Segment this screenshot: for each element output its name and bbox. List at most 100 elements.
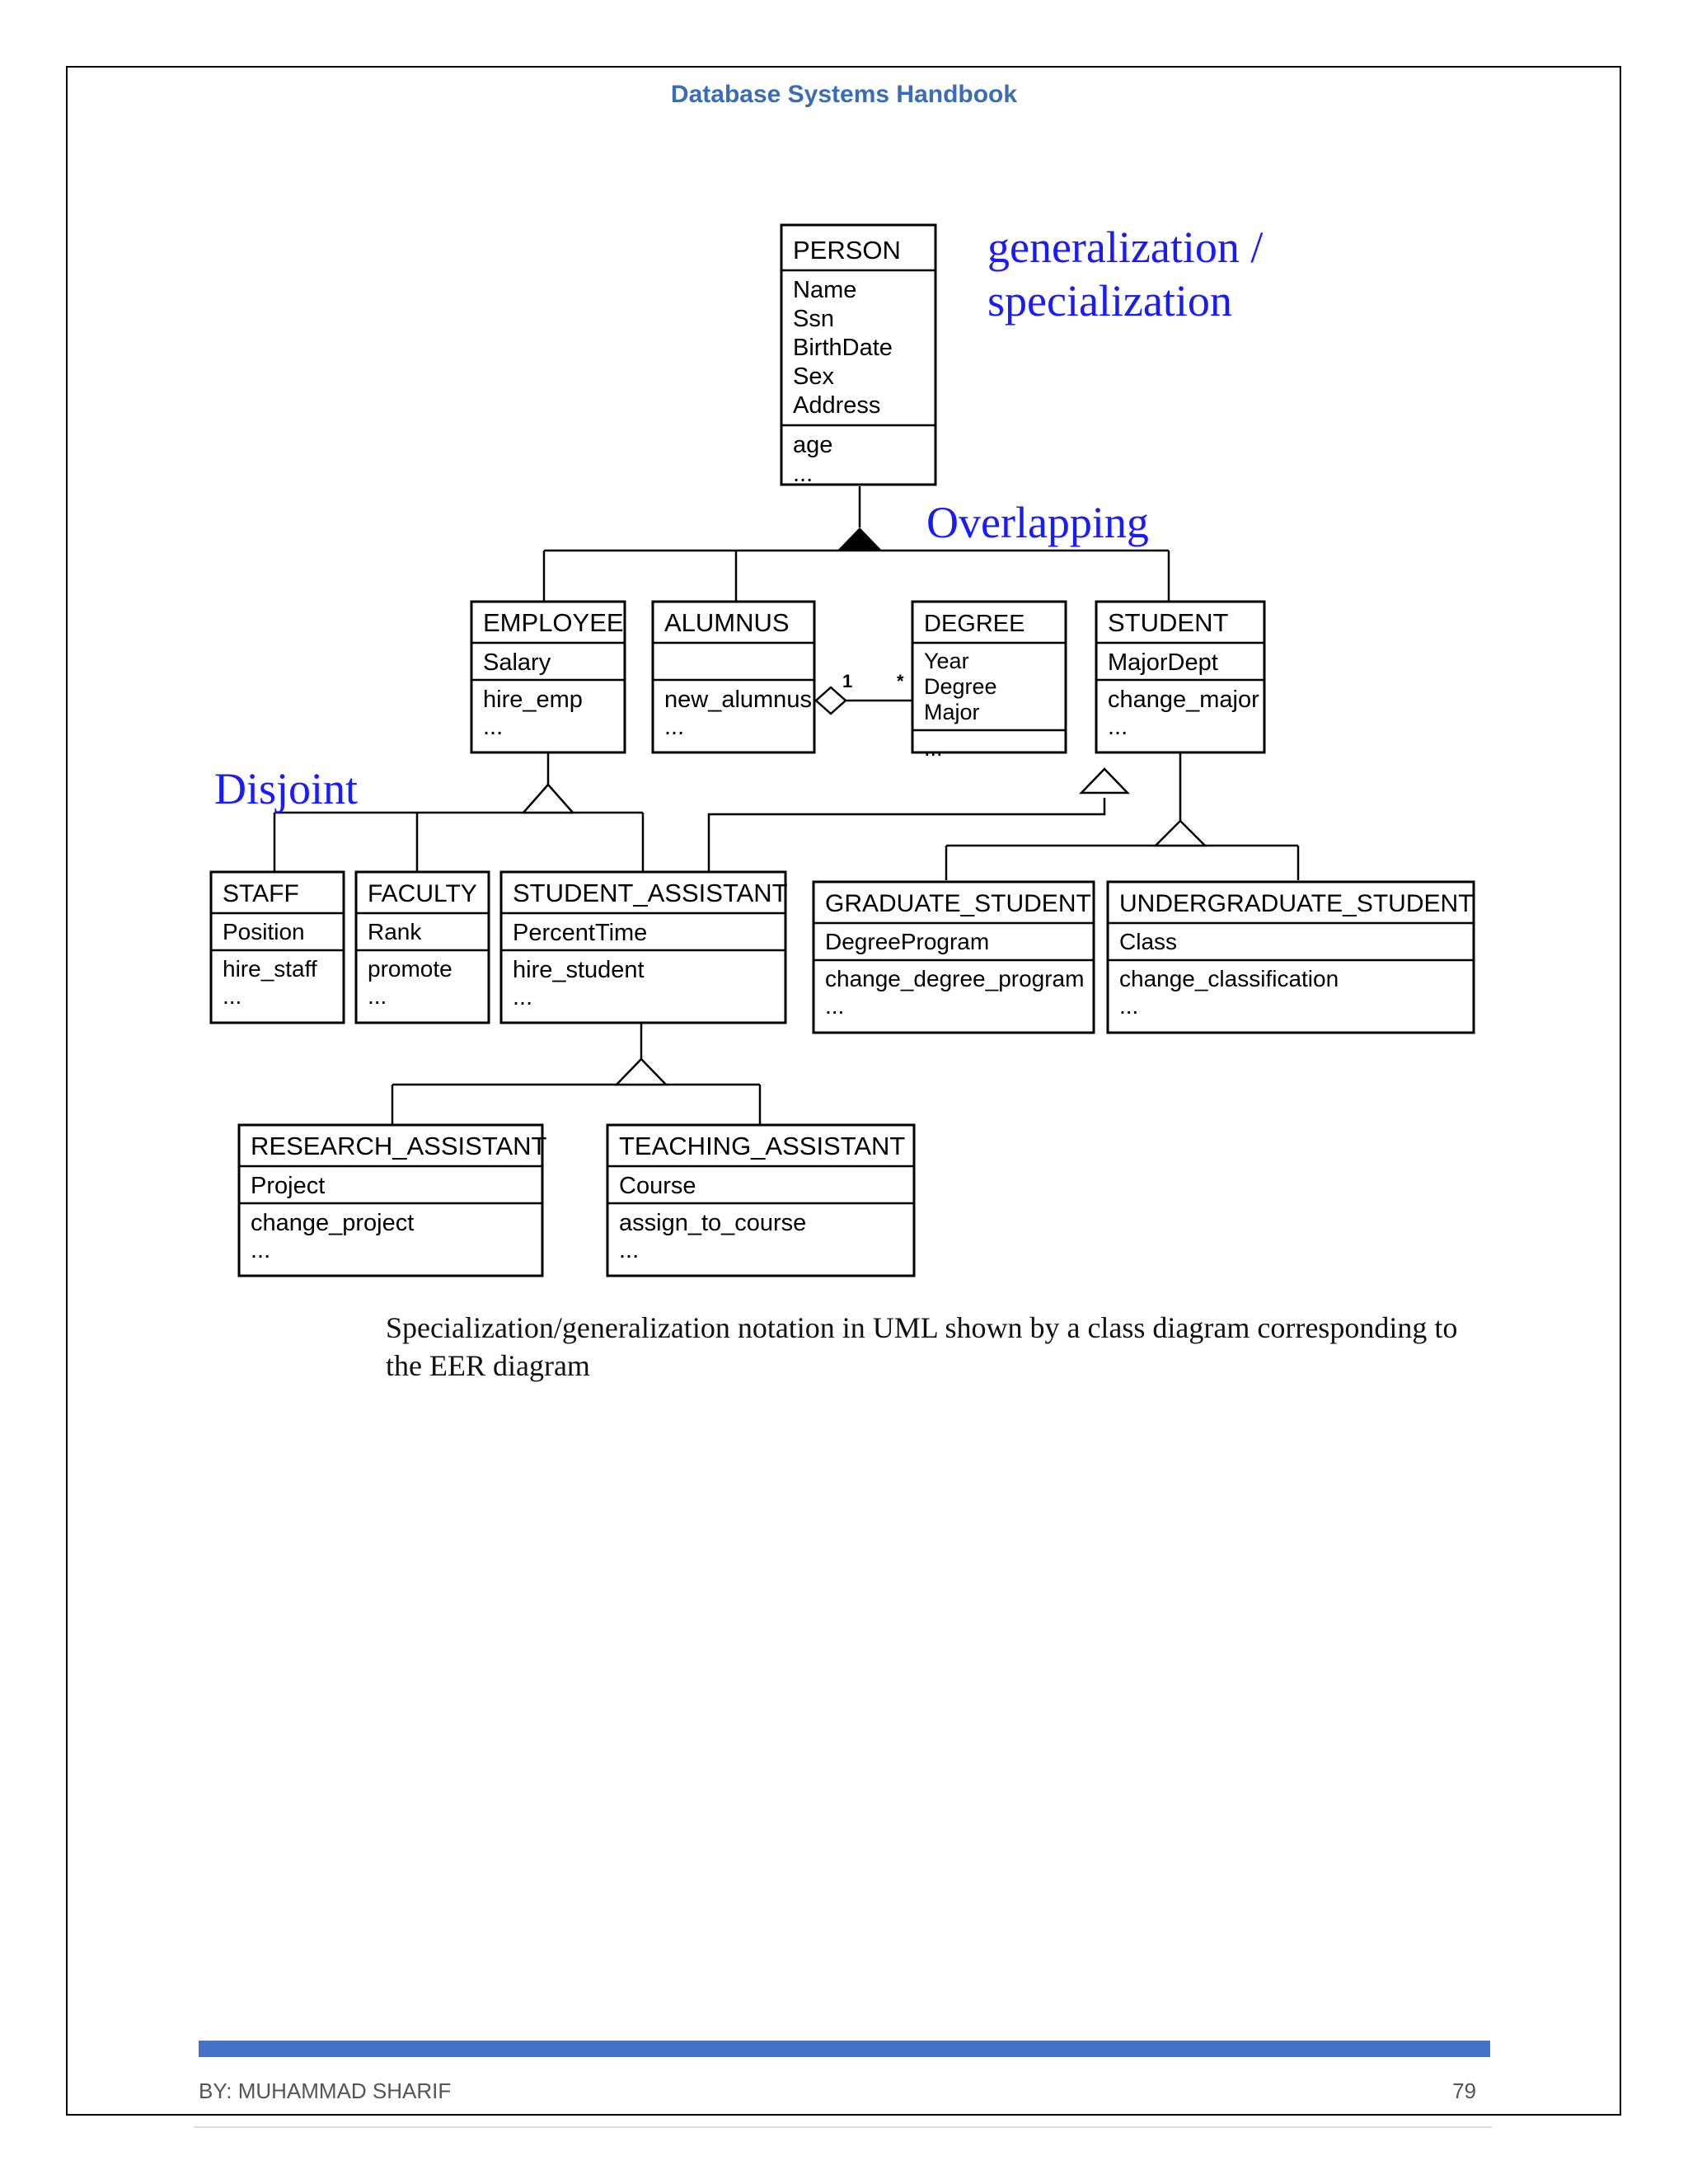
class-name: PERSON — [793, 236, 901, 265]
class-attribute: Project — [251, 1173, 325, 1199]
caption-line-1: Specialization/generalization notation i… — [386, 1311, 1458, 1344]
class-operation: ... — [924, 736, 943, 761]
class-name: STUDENT_ASSISTANT — [513, 879, 788, 907]
class-box-undergraduate-student — [1106, 880, 1475, 1034]
class-employee: EMPLOYEE Salary hire_emp... — [470, 600, 626, 754]
class-attribute: Ssn — [793, 306, 834, 332]
class-name: RESEARCH_ASSISTANT — [251, 1132, 547, 1160]
disjoint-triangle-student — [1152, 819, 1208, 847]
class-box-graduate-student — [812, 880, 1095, 1034]
class-box-student — [1095, 600, 1266, 754]
class-box-research-assistant — [237, 1123, 544, 1277]
class-graduate-student: GRADUATE_STUDENT DegreeProgram change_degr… — [812, 880, 1095, 1034]
class-attribute: PercentTime — [513, 920, 647, 946]
class-box-person — [780, 223, 937, 486]
footer-author: BY: MUHAMMAD SHARIF — [199, 2079, 452, 2103]
class-box-teaching-assistant — [606, 1123, 916, 1277]
class-teaching-assistant: TEACHING_ASSISTANT Course assign_to_course… — [606, 1123, 916, 1277]
class-box-alumnus — [651, 600, 816, 754]
class-attribute: Class — [1119, 929, 1177, 954]
annotation-generalization: generalization / — [987, 223, 1263, 272]
class-name: FACULTY — [368, 880, 477, 907]
class-operation: change_degree_program — [825, 966, 1084, 991]
figure-caption: Specialization/generalization notation i… — [386, 1309, 1490, 1385]
class-operation: ... — [793, 461, 813, 487]
class-name: UNDERGRADUATE_STUDENT — [1119, 890, 1473, 917]
disjoint-triangle-employee — [521, 783, 575, 814]
class-name: ALUMNUS — [664, 608, 790, 637]
class-name: STAFF — [223, 880, 299, 907]
class-research-assistant: RESEARCH_ASSISTANT Project change_project.… — [237, 1123, 547, 1277]
class-operation: assign_to_course — [619, 1210, 806, 1236]
page-frame — [66, 66, 1621, 2116]
aggregation-diamond — [814, 686, 847, 715]
annotation-disjoint: Disjoint — [214, 764, 358, 813]
class-operation: ... — [825, 993, 844, 1019]
class-attribute: Position — [223, 919, 305, 944]
class-attribute: Sex — [793, 363, 834, 390]
class-degree: DEGREE YearDegreeMajor... — [911, 600, 1067, 761]
class-attribute: Year — [924, 649, 969, 673]
multiplicity-one: 1 — [842, 671, 852, 691]
class-operation: ... — [1108, 714, 1128, 740]
class-name: TEACHING_ASSISTANT — [619, 1132, 905, 1160]
class-operation: hire_student — [513, 957, 645, 983]
class-attribute: Course — [619, 1173, 696, 1199]
class-attribute: MajorDept — [1108, 649, 1218, 676]
class-box-faculty — [354, 870, 490, 1024]
class-alumnus: ALUMNUS new_alumnus... — [651, 600, 816, 754]
class-attribute: Address — [793, 392, 880, 419]
uml-class-diagram: 1 * generalization / specialization Over… — [209, 223, 1475, 1277]
class-name: STUDENT — [1108, 608, 1228, 637]
class-attribute: Degree — [924, 674, 997, 699]
class-operation: ... — [368, 983, 387, 1009]
page-header: Database Systems Handbook — [670, 81, 1018, 108]
class-name: DEGREE — [924, 611, 1025, 637]
class-operation: hire_staff — [223, 956, 317, 982]
class-name: EMPLOYEE — [483, 608, 624, 637]
disjoint-triangle-student-assistant — [614, 1057, 668, 1086]
footer-page-number: 79 — [1452, 2079, 1476, 2103]
annotation-specialization: specialization — [987, 276, 1232, 326]
class-operation: ... — [1119, 993, 1138, 1019]
class-name: GRADUATE_STUDENT — [825, 890, 1091, 917]
class-student-assistant: STUDENT_ASSISTANT PercentTime hire_student… — [499, 870, 788, 1024]
class-attribute: Rank — [368, 919, 422, 944]
class-attribute: Name — [793, 277, 856, 303]
class-operation: ... — [513, 984, 532, 1010]
class-operation: hire_emp — [483, 687, 583, 713]
generalization-triangle-student-assistant — [1079, 767, 1130, 794]
class-box-degree — [911, 600, 1067, 754]
caption-line-2: the EER diagram — [386, 1349, 590, 1382]
class-operation: change_classification — [1119, 966, 1339, 991]
overlap-triangle-filled — [837, 527, 882, 551]
class-attribute: Major — [924, 700, 980, 724]
class-operation: change_project — [251, 1210, 414, 1236]
class-operation: ... — [619, 1237, 639, 1263]
class-attribute: BirthDate — [793, 335, 893, 361]
class-operation: change_major — [1108, 687, 1259, 713]
class-undergraduate-student: UNDERGRADUATE_STUDENT Class change_classif… — [1106, 880, 1475, 1034]
class-attribute: Salary — [483, 649, 551, 676]
class-box-employee — [470, 600, 626, 754]
class-operation: new_alumnus — [664, 687, 812, 713]
class-layer: PERSONNameSsnBirthDateSexAddressage...EM… — [209, 223, 1475, 1277]
class-faculty: FACULTY Rank promote... — [354, 870, 490, 1024]
annotation-overlapping: Overlapping — [926, 498, 1149, 547]
class-operation: promote — [368, 956, 452, 982]
class-operation: ... — [483, 714, 503, 740]
class-operation: ... — [251, 1237, 270, 1263]
class-operation: age — [793, 432, 832, 458]
multiplicity-many: * — [897, 671, 904, 691]
class-box-staff — [209, 870, 345, 1024]
footer-accent-bar — [199, 2041, 1490, 2057]
connectors — [273, 486, 1300, 1125]
class-staff: STAFF Position hire_staff... — [209, 870, 345, 1024]
class-operation: ... — [664, 714, 684, 740]
class-operation: ... — [223, 983, 241, 1009]
class-student: STUDENT MajorDept change_major... — [1095, 600, 1266, 754]
class-box-student-assistant — [499, 870, 787, 1024]
class-attribute: DegreeProgram — [825, 929, 989, 954]
footer-rule — [194, 2126, 1492, 2128]
